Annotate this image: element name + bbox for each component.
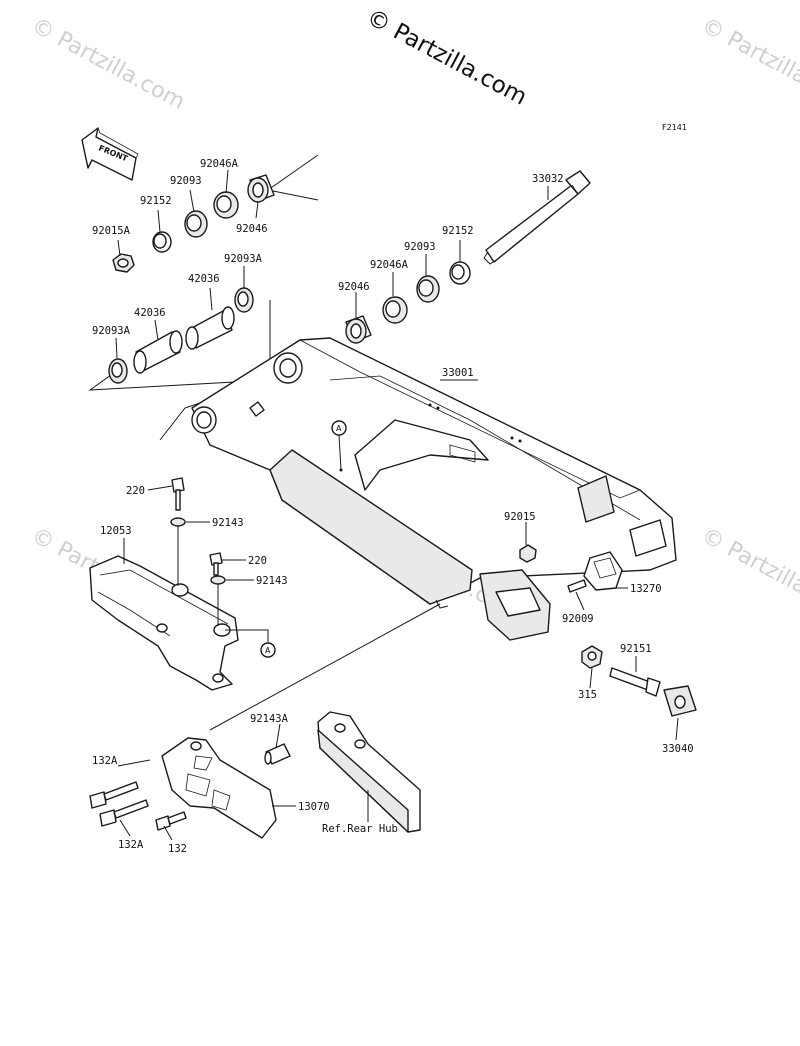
needle-bearing-92046-top <box>247 174 275 203</box>
svg-text:© Partzilla.com: © Partzilla.com <box>362 4 531 110</box>
nut-315 <box>581 645 603 669</box>
label-92093A-lower: 92093A <box>92 325 131 337</box>
seal-92093A-lower <box>108 358 128 384</box>
label-92015: 92015 <box>504 511 536 523</box>
sleeve-42036-lower <box>133 330 183 374</box>
svg-text:A: A <box>265 646 271 655</box>
bearing-92046A-right <box>382 296 408 324</box>
label-92143-lower: 92143 <box>256 575 288 587</box>
label-92046A-top: 92046A <box>200 158 239 170</box>
washer-92143-upper <box>170 517 186 586</box>
seal-92093-right <box>416 275 440 303</box>
chain-guide-12053 <box>89 555 239 691</box>
nut-92015 <box>519 544 537 563</box>
bolt-220-lower <box>209 552 223 576</box>
seal-92093A-upper <box>234 287 254 313</box>
figure-code: F2141 <box>662 123 687 132</box>
label-92151: 92151 <box>620 643 652 655</box>
swingarm-33001 <box>191 337 677 641</box>
spacer-92143A <box>264 743 291 765</box>
label-92152-right: 92152 <box>442 225 474 237</box>
label-92009: 92009 <box>562 613 594 625</box>
collar-92152-right <box>449 261 471 285</box>
label-13070: 13070 <box>298 801 330 813</box>
washer-92143-lower <box>210 575 226 626</box>
svg-text:© Partzilla.com: © Partzilla.com <box>697 13 800 115</box>
label-33040: 33040 <box>662 743 694 755</box>
label-92046A-right: 92046A <box>370 259 409 271</box>
collar-92152-top <box>152 231 172 253</box>
brand-logo: © Partzilla.com <box>362 4 531 110</box>
screw-92009 <box>567 579 587 593</box>
sleeve-42036-upper <box>185 306 235 350</box>
label-92093A-upper: 92093A <box>224 253 263 265</box>
label-132A-upper: 132A <box>92 755 118 767</box>
label-33032: 33032 <box>532 173 564 185</box>
label-33001: 33001 <box>442 367 474 379</box>
label-220-upper: 220 <box>126 485 145 497</box>
watermark-right-top: © Partzilla.com <box>697 13 800 115</box>
bolt-132A-lower <box>99 799 149 827</box>
label-92143A: 92143A <box>250 713 289 725</box>
front-direction-arrow: FRONT <box>81 127 139 181</box>
label-92143-upper: 92143 <box>212 517 244 529</box>
guide-plate-ref-rear-hub <box>317 711 421 833</box>
label-12053: 12053 <box>100 525 132 537</box>
bolt-132 <box>155 811 187 831</box>
reference-a-swingarm: A <box>331 420 347 471</box>
label-42036-lower: 42036 <box>134 307 166 319</box>
label-92046-top: 92046 <box>236 223 268 235</box>
assembly-guide-line <box>209 603 441 731</box>
bolt-132A-upper <box>89 781 139 809</box>
leader-lines <box>115 169 679 841</box>
label-132A-lower: 132A <box>118 839 144 851</box>
needle-bearing-92046-right <box>345 315 372 344</box>
part-labels: 33032 92046A 92093 92152 92046 92015A 92… <box>92 158 694 855</box>
chain-guide-block-13070 <box>161 737 277 839</box>
watermark-left: © Partzilla.com <box>27 13 189 115</box>
pivot-shaft-33032 <box>483 170 591 265</box>
block-33040 <box>663 685 697 717</box>
watermark-right-mid: © Partzilla.com <box>697 523 800 625</box>
svg-text:© Partzilla.com: © Partzilla.com <box>697 523 800 625</box>
bolt-220-upper <box>171 477 185 511</box>
label-92152-top: 92152 <box>140 195 172 207</box>
label-132: 132 <box>168 843 187 855</box>
label-315: 315 <box>578 689 597 701</box>
label-42036-upper: 42036 <box>188 273 220 285</box>
bolt-92151 <box>609 667 661 697</box>
label-92046-right: 92046 <box>338 281 370 293</box>
label-92093-right: 92093 <box>404 241 436 253</box>
nut-92015A <box>112 253 135 273</box>
reference-a-chain-guide: A <box>225 629 276 658</box>
label-92093-top: 92093 <box>170 175 202 187</box>
label-92015A: 92015A <box>92 225 131 237</box>
svg-text:A: A <box>336 424 342 433</box>
label-220-lower: 220 <box>248 555 267 567</box>
label-13270: 13270 <box>630 583 662 595</box>
bearing-92046A-top <box>213 191 239 219</box>
seal-92093-top <box>184 210 208 238</box>
svg-text:© Partzilla.com: © Partzilla.com <box>27 13 189 115</box>
label-ref-rear-hub: Ref.Rear Hub <box>322 823 398 835</box>
